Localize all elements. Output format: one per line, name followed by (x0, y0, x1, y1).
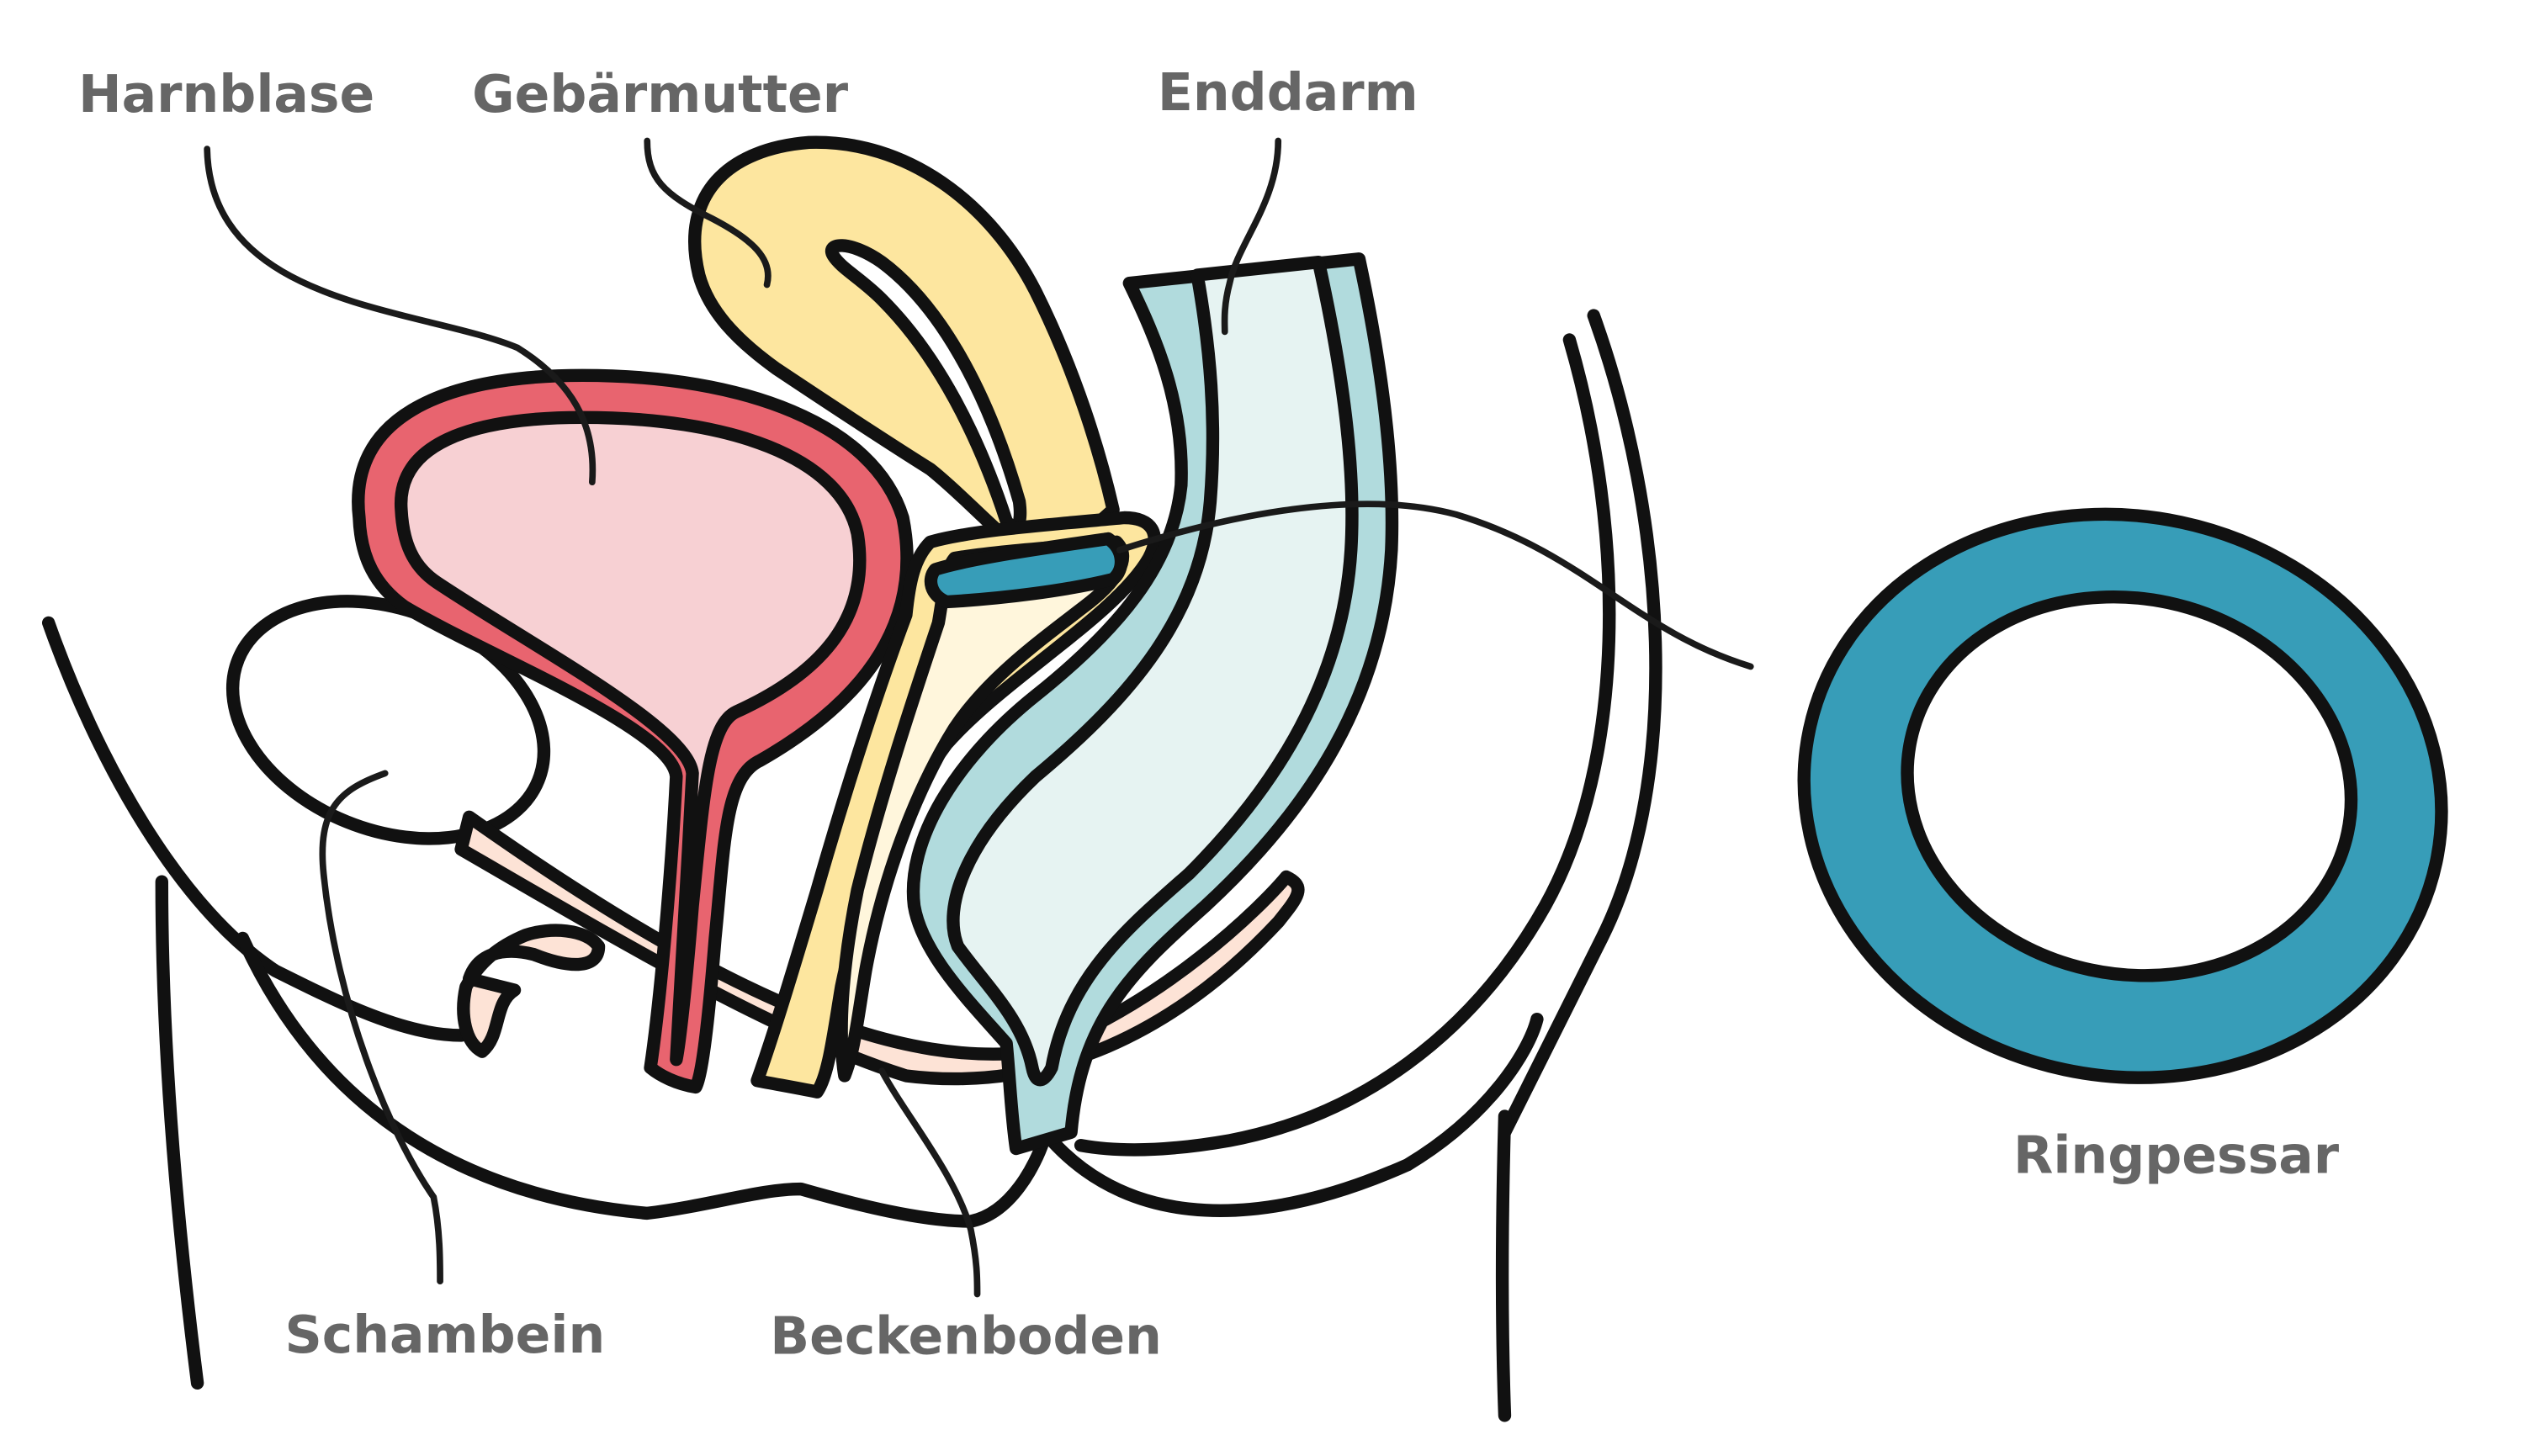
uterus (688, 135, 1161, 1099)
leader-lines (204, 137, 1754, 1298)
ringpessar-ring (1797, 507, 2448, 1084)
buttock-lower-curve (236, 931, 1051, 1228)
ringpessar-inner (1901, 590, 2358, 982)
label-harnblase: Harnblase (78, 64, 374, 124)
labels: Harnblase Gebärmutter Enddarm Schambein … (78, 62, 2340, 1367)
left-thigh-line (155, 875, 204, 1390)
leader-schambein (319, 770, 443, 1285)
label-beckenboden: Beckenboden (770, 1306, 1162, 1367)
right-thigh-line (1495, 1109, 1512, 1422)
bladder-lumen (395, 410, 867, 1067)
label-schambein: Schambein (284, 1305, 605, 1365)
bladder (352, 368, 914, 1094)
label-gebaermutter: Gebärmutter (472, 64, 849, 124)
ligament (457, 924, 606, 1058)
leader-enddarm (1221, 137, 1282, 336)
leader-beckenboden (878, 1067, 981, 1298)
pubic-bone (225, 595, 606, 1058)
leader-harnblase (204, 146, 597, 486)
body-outline (42, 309, 1662, 1422)
pessary-in-situ (924, 532, 1128, 609)
rectum (906, 252, 1399, 1156)
leader-ringpessar (1116, 500, 1754, 670)
leader-gebaermutter (644, 137, 772, 289)
back-line-inner (1074, 333, 1616, 1157)
rectum-lumen (946, 255, 1359, 1087)
back-line-outer (1498, 309, 1662, 1139)
label-enddarm: Enddarm (1158, 62, 1418, 123)
label-ringpessar: Ringpessar (2013, 1125, 2340, 1185)
buttock-curve (1045, 1012, 1544, 1217)
pessary-in-situ-shape (924, 532, 1128, 609)
